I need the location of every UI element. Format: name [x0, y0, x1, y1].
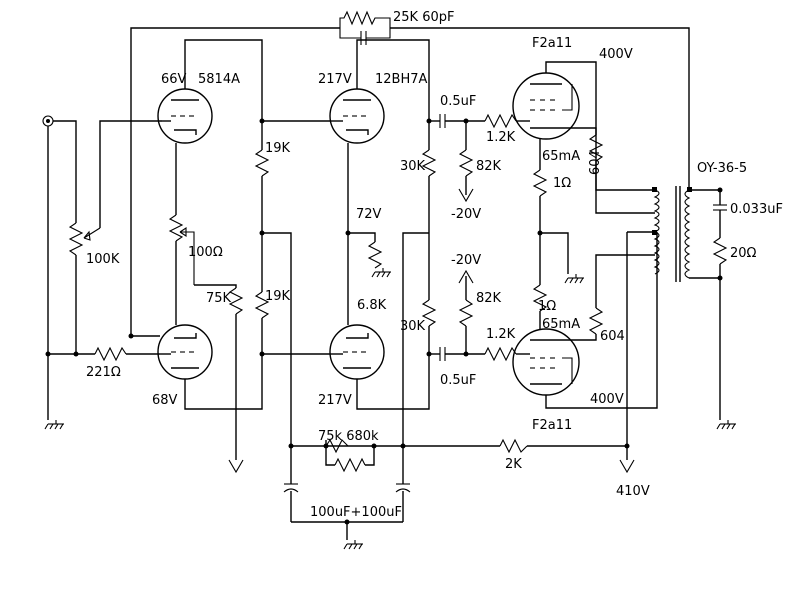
- coupling-cap-bot-label: 0.5uF: [440, 373, 476, 388]
- cathode-r-label: 6.8K: [357, 298, 387, 313]
- current-bot-label: 65mA: [542, 317, 580, 332]
- tube-12bh7a-upper: [329, 39, 430, 233]
- tube-f2a11-upper: [512, 61, 655, 285]
- bias-r-top-label: 82K: [476, 159, 502, 174]
- plate-r-top-label: 19K: [265, 141, 291, 156]
- grid-r-top-label: 1.2K: [486, 130, 516, 145]
- zobel-cap-label: 0.033uF: [730, 202, 783, 217]
- decoupling-r-label: 75k 680k: [318, 429, 379, 444]
- balance-pot-label: 100Ω: [188, 245, 223, 260]
- tail-resistor: [194, 284, 244, 474]
- coupling-upper: [439, 113, 530, 203]
- bias-r-bot-label: 82K: [476, 291, 502, 306]
- supply-r-label: 2K: [505, 457, 522, 472]
- sense-r-bot-label: 1Ω: [538, 299, 556, 314]
- plate-r-bot-label: 19K: [265, 289, 291, 304]
- current-top-label: 65mA: [542, 149, 580, 164]
- input-r-label: 221Ω: [86, 365, 121, 380]
- out-tube-top-label: F2a11: [532, 36, 572, 51]
- v2b-anode-voltage: 217V: [318, 393, 352, 408]
- v1-anode-voltage: 66V: [161, 72, 187, 87]
- zobel-network: [712, 187, 737, 430]
- screen-r-bot-label: 604: [600, 329, 625, 344]
- plate-resistors: [254, 118, 330, 446]
- input-section: [42, 115, 162, 430]
- cathode-resistor: [345, 230, 392, 325]
- grid-r-bot-label: 1.2K: [486, 327, 516, 342]
- coupling-lower: [439, 269, 530, 362]
- balance-pot: [168, 214, 195, 322]
- input-pot-label: 100K: [86, 252, 120, 267]
- feedback-network: [130, 10, 690, 336]
- load-resistors: [402, 118, 440, 446]
- tail-r-label: 75K: [206, 291, 232, 306]
- load-r-bot-label: 30K: [400, 319, 426, 334]
- v1-tube-type: 5814A: [198, 72, 240, 87]
- b-plus-bot-label: 400V: [590, 392, 624, 407]
- filter-caps-label: 100uF+100uF: [310, 505, 402, 520]
- v2-anode-voltage: 217V: [318, 72, 352, 87]
- tube-12bh7a-lower: [329, 324, 430, 410]
- neg-bias-top-label: -20V: [451, 207, 481, 222]
- tube-f2a11-lower: [512, 232, 658, 409]
- tube-5814a-lower: [157, 322, 263, 410]
- supply-v-label: 410V: [616, 484, 650, 499]
- power-supply: [283, 438, 630, 550]
- zobel-r-label: 20Ω: [730, 246, 757, 261]
- output-transformer-label: OY-36-5: [697, 161, 747, 176]
- screen-r-top-label: 604: [588, 150, 603, 175]
- cathode-ground: [537, 230, 585, 284]
- feedback-label: 25K 60pF: [393, 10, 454, 25]
- cathode-v-label: 72V: [356, 207, 382, 222]
- tube-5814a-upper: [157, 39, 263, 215]
- load-r-top-label: 30K: [400, 159, 426, 174]
- v1b-cathode-voltage: 68V: [152, 393, 178, 408]
- v2-tube-type: 12BH7A: [375, 72, 428, 87]
- neg-bias-bot-label: -20V: [451, 253, 481, 268]
- out-tube-bot-label: F2a11: [532, 418, 572, 433]
- output-transformer: [619, 186, 721, 474]
- b-plus-top-label: 400V: [599, 47, 633, 62]
- coupling-cap-top-label: 0.5uF: [440, 94, 476, 109]
- sense-r-top-label: 1Ω: [553, 176, 571, 191]
